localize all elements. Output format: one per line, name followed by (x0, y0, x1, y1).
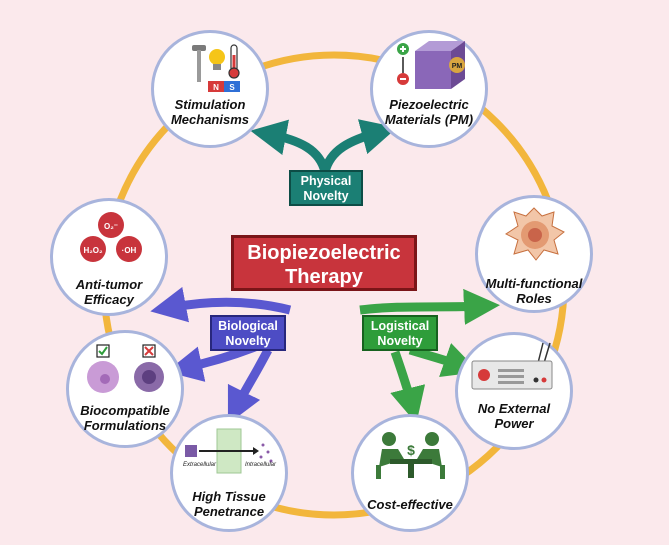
magnet-icon: N S (208, 81, 240, 92)
biological-arrow-up (150, 286, 292, 323)
node-no-external-power: No External Power (455, 332, 573, 450)
node-label-stimulation: Stimulation Mechanisms (170, 97, 250, 127)
pm-badge-label: PM (452, 63, 463, 70)
node-cost-effective: $ Cost-effective (351, 414, 469, 532)
ros-oh-label: ·OH (122, 246, 137, 255)
cell-icon (87, 361, 164, 393)
multifunctional-icons (505, 207, 565, 261)
node-multifunctional-roles: Multi-functional Roles (475, 195, 593, 313)
ros-molecule-icon: O₂⁻ H₂O₂ ·OH (80, 212, 142, 262)
node-label-biocompatible: Biocompatible Formulations (80, 403, 170, 433)
hammer-icon (192, 45, 206, 82)
penetrance-icons: Extracellular Intracellular (183, 428, 277, 474)
check-icon (96, 344, 110, 358)
tumor-cell-icon (505, 207, 565, 261)
node-label-cost: Cost-effective (367, 497, 453, 512)
power-icons (471, 342, 553, 390)
node-stimulation-mechanisms: N S Stimulation Mechanisms (151, 30, 269, 148)
cost-icons: $ (376, 432, 445, 479)
handshake-table-icon: $ (376, 432, 445, 479)
power-supply-icon (471, 342, 553, 390)
extracellular-label: Extracellular (183, 462, 217, 468)
tissue-membrane-icon: Extracellular Intracellular (183, 428, 277, 474)
ros-h2o2-label: H₂O₂ (83, 246, 103, 255)
physical-arrow-right (320, 119, 398, 174)
biological-arrow-down (227, 347, 272, 425)
thermometer-icon (228, 44, 240, 79)
intracellular-label: Intracellular (245, 462, 277, 468)
plus-minus-icon (397, 43, 409, 85)
node-label-antitumor: Anti-tumor Efficacy (75, 277, 143, 307)
stimulation-icons: N S (192, 44, 240, 92)
node-label-penetrance: High Tissue Penetrance (192, 489, 266, 519)
category-logistical-novelty: Logistical Novelty (362, 315, 438, 351)
biocompatible-icons (87, 344, 164, 393)
category-physical-novelty: Physical Novelty (289, 170, 363, 206)
node-label-multifunctional: Multi-functional Roles (485, 276, 583, 306)
cross-icon (142, 344, 156, 358)
logistical-arrow-up (359, 288, 500, 325)
node-label-piezo: Piezoelectric Materials (PM) (384, 97, 474, 127)
piezo-icons: PM (397, 41, 465, 89)
node-piezoelectric-materials: PM Piezoelectric Materials (PM) (370, 30, 488, 148)
magnet-n-label: N (213, 83, 219, 92)
antitumor-icons: O₂⁻ H₂O₂ ·OH (80, 212, 142, 262)
category-biological-novelty: Biological Novelty (210, 315, 286, 351)
node-high-tissue-penetrance: Extracellular Intracellular High Tissue … (170, 414, 288, 532)
cube-icon: PM (415, 41, 465, 89)
node-anti-tumor-efficacy: O₂⁻ H₂O₂ ·OH Anti-tumor Efficacy (50, 198, 168, 316)
logistical-arrow-down (390, 350, 426, 424)
lightbulb-icon (209, 49, 225, 70)
magnet-s-label: S (229, 83, 235, 92)
ros-o2-label: O₂⁻ (104, 222, 118, 231)
logistical-arrow-mid (408, 343, 479, 377)
dollar-sign: $ (407, 442, 415, 458)
node-biocompatible-formulations: Biocompatible Formulations (66, 330, 184, 448)
center-title-box: Biopiezoelectric Therapy (231, 235, 417, 291)
physical-arrow-left (250, 119, 330, 174)
node-label-no-power: No External Power (477, 401, 551, 431)
